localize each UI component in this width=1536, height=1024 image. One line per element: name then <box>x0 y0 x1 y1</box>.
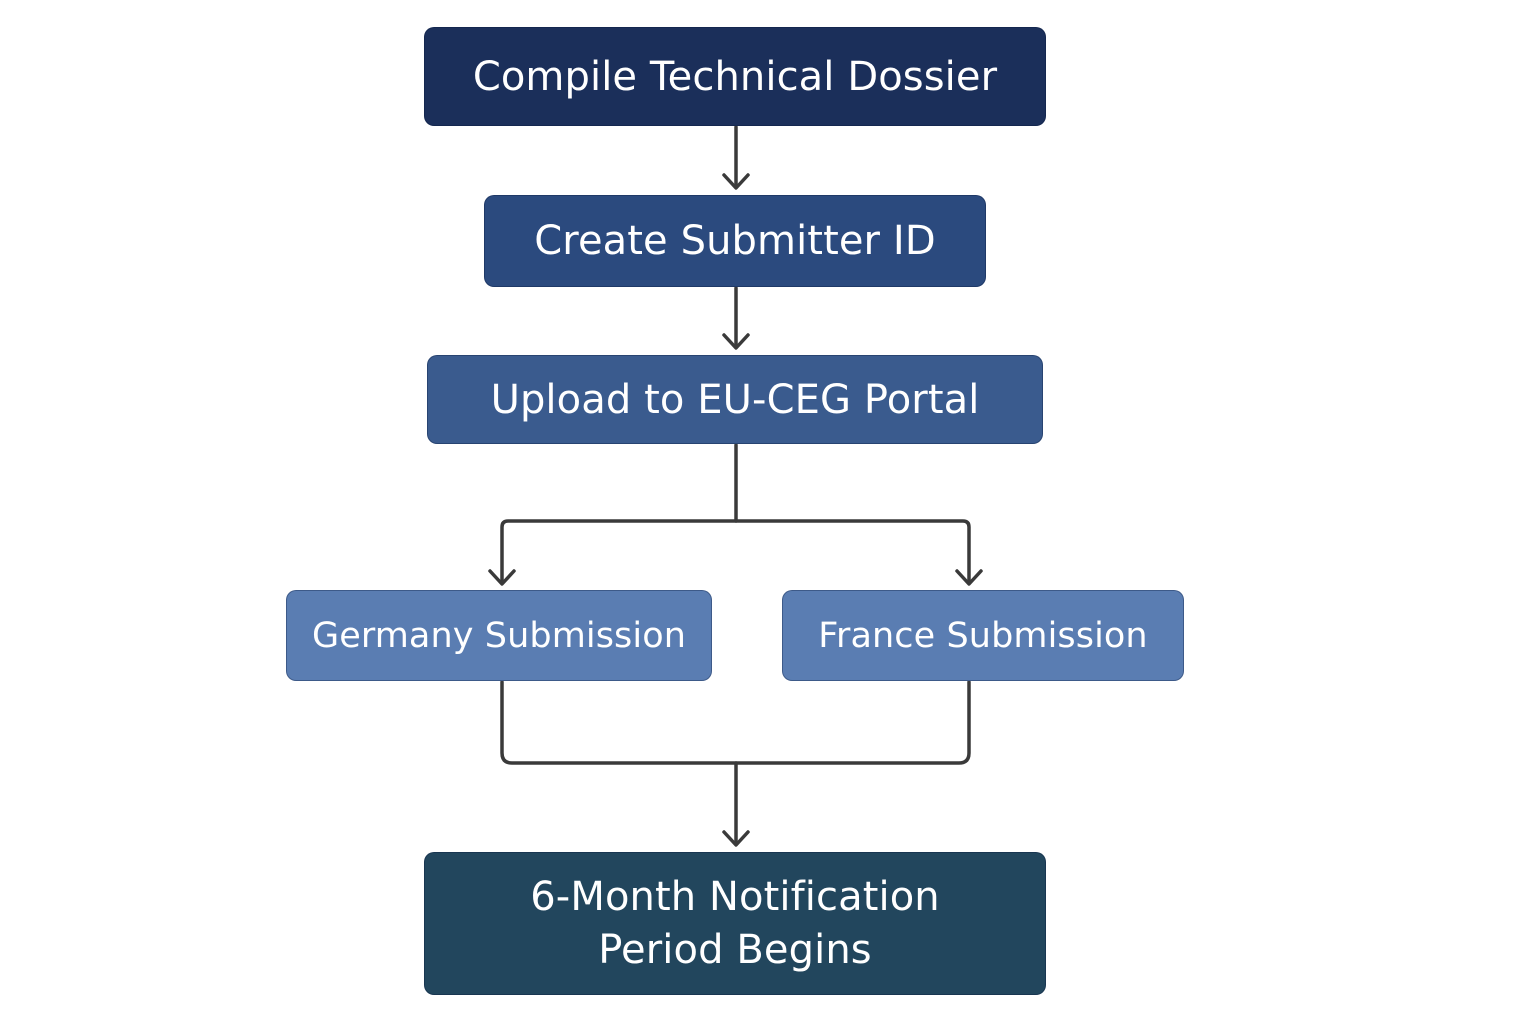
node-france-label: France Submission <box>818 615 1148 656</box>
arrowhead-upload <box>722 333 750 350</box>
arrowhead-submitter <box>722 173 750 190</box>
edge-split-bar <box>500 519 971 584</box>
node-create-submitter-id: Create Submitter ID <box>484 195 986 287</box>
node-submitter-label: Create Submitter ID <box>534 218 936 264</box>
arrowhead-period <box>722 830 750 847</box>
node-period-label-line2: Period Begins <box>598 926 872 973</box>
node-compile-label: Compile Technical Dossier <box>472 53 998 100</box>
node-france-submission: France Submission <box>782 590 1184 681</box>
node-upload-to-eu-ceg-portal: Upload to EU-CEG Portal <box>427 355 1043 444</box>
node-germany-label: Germany Submission <box>311 615 687 656</box>
arrowhead-germany <box>488 569 516 586</box>
node-germany-submission: Germany Submission <box>286 590 712 681</box>
node-notification-period-begins: 6-Month Notification Period Begins <box>424 852 1046 995</box>
node-period-label-line1: 6-Month Notification <box>530 873 940 920</box>
node-upload-label: Upload to EU-CEG Portal <box>490 376 980 423</box>
arrowhead-france <box>955 569 983 586</box>
node-compile-technical-dossier: Compile Technical Dossier <box>424 27 1046 126</box>
edge-merge-bar <box>500 680 971 765</box>
